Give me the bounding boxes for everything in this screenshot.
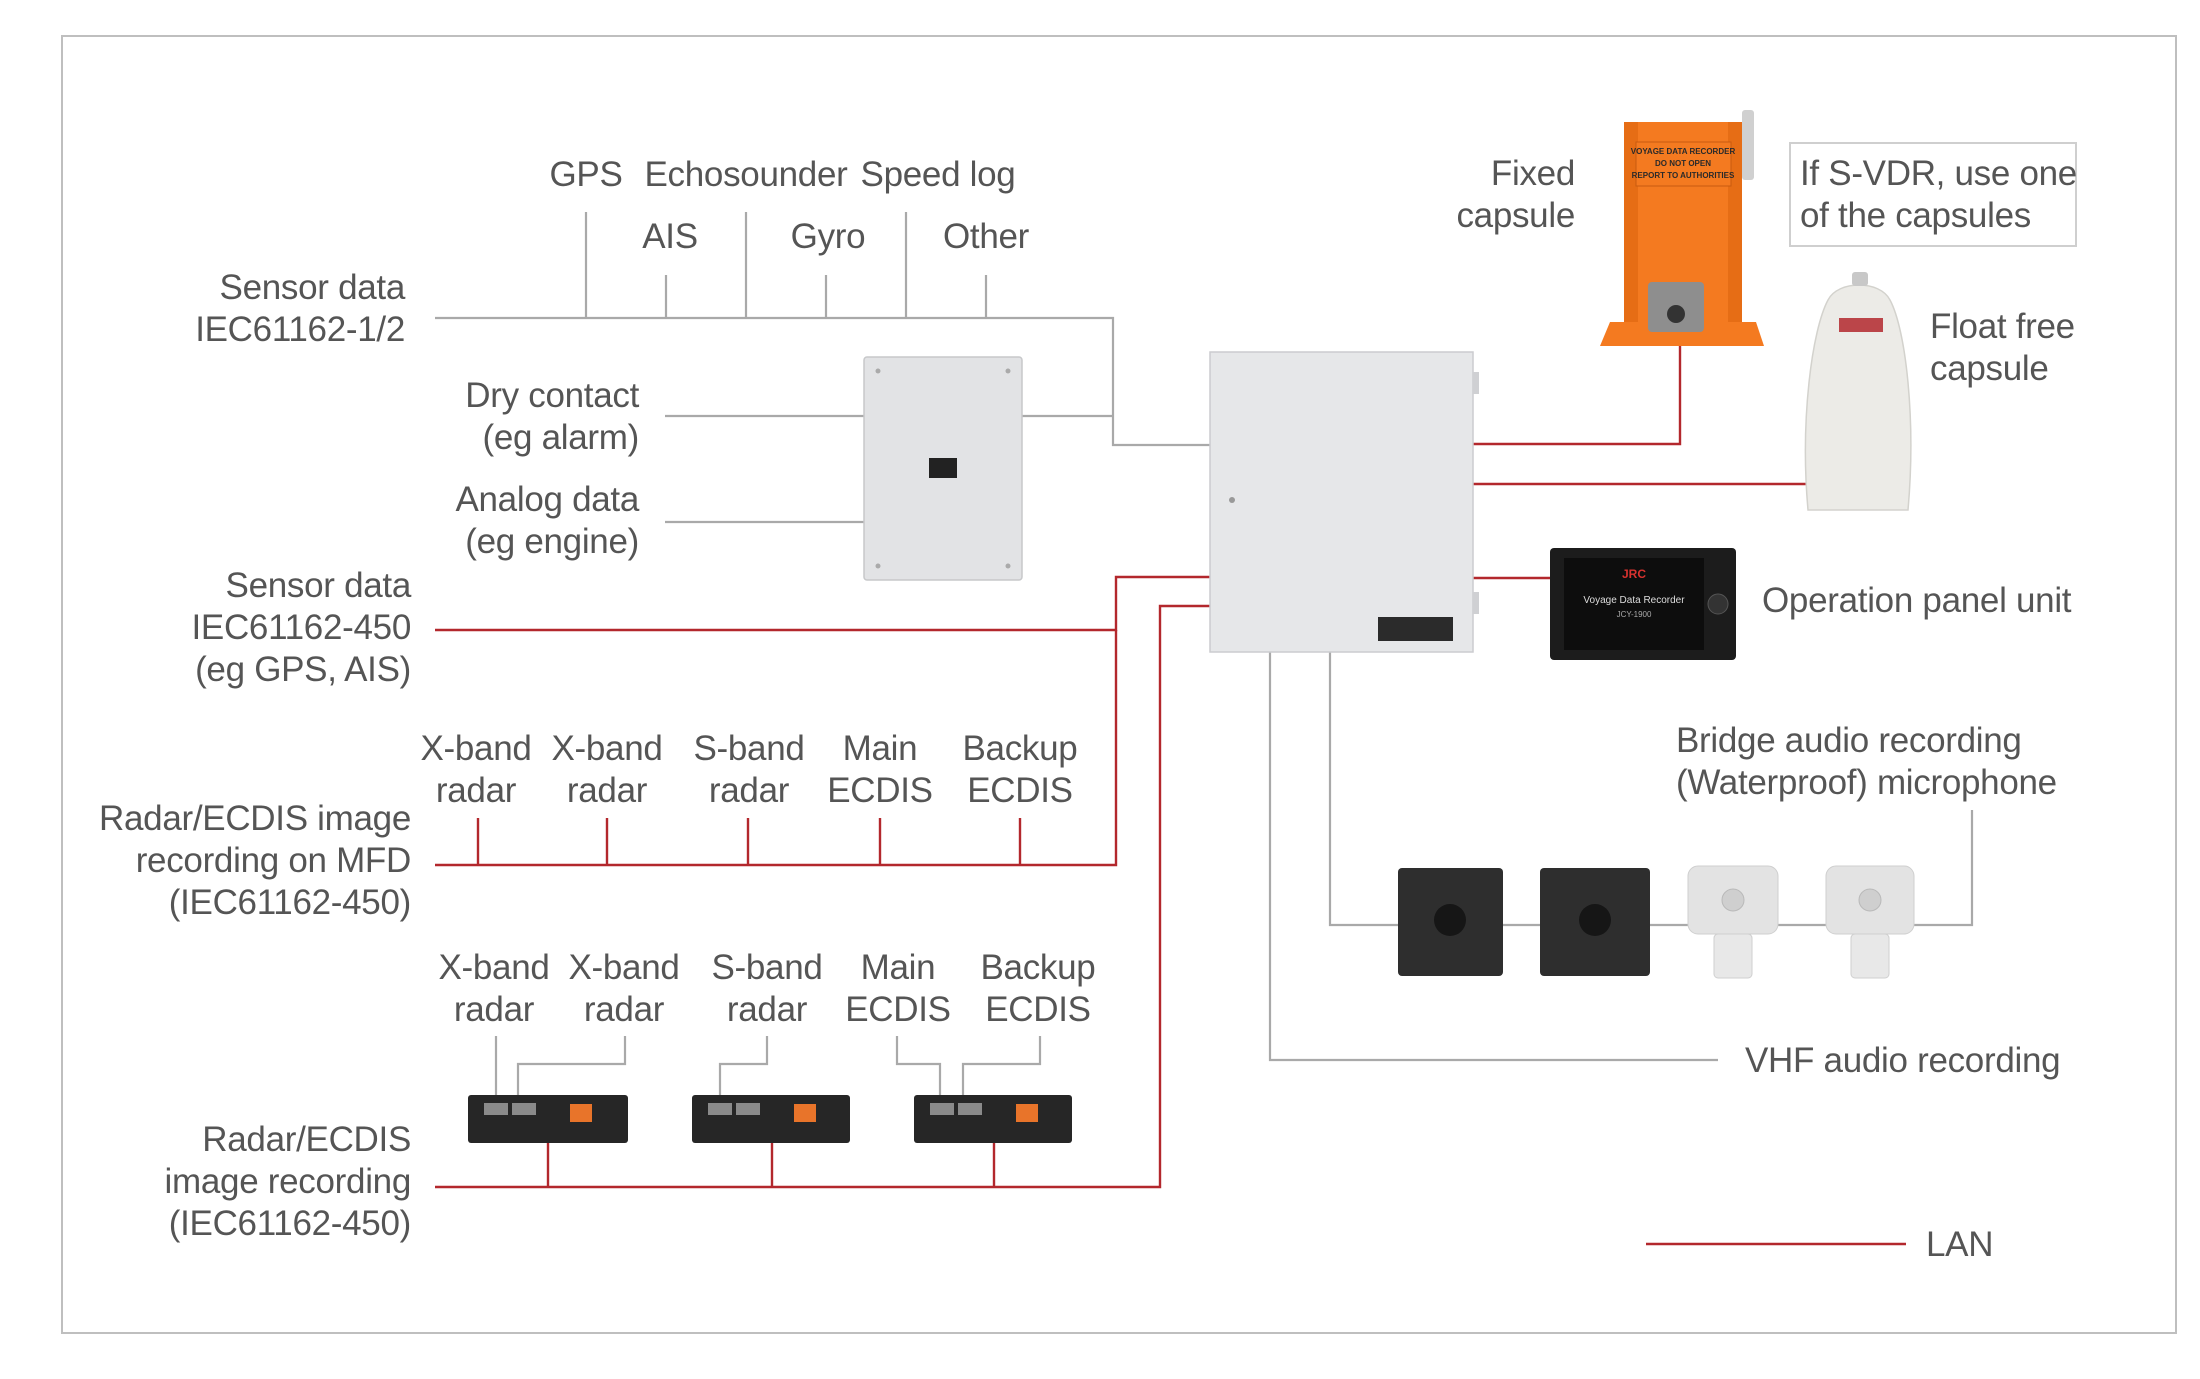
panel-screen-title: Voyage Data Recorder [1583, 595, 1685, 606]
mfd-caption-l1: Radar/ECDIS image [99, 799, 411, 838]
microphone-1 [1398, 868, 1503, 976]
label-sensor-data-1-l1: Sensor data [220, 268, 406, 307]
mfd-label-3-l1: S-band [693, 729, 804, 768]
lan-connectors [435, 345, 1906, 1246]
svdr-note-box [1789, 142, 2077, 247]
label-sensor-data-1-l2: IEC61162-1/2 [195, 310, 405, 349]
label-analog-data-l2: (eg engine) [465, 522, 639, 561]
mfd-label-5-l2: ECDIS [967, 771, 1072, 810]
operation-panel-unit: JRC Voyage Data Recorder JCY-1900 [1550, 548, 1736, 660]
label-fixed-capsule-l1: Fixed [1491, 154, 1575, 193]
label-speed-log: Speed log [861, 155, 1016, 194]
interface-unit [863, 356, 1023, 581]
irm-label-2-l1: X-band [568, 948, 679, 987]
mfd-label-3-l2: radar [709, 771, 790, 810]
diagram-frame [61, 35, 2177, 1334]
mfd-label-2-l2: radar [567, 771, 648, 810]
capsule-plate-text-3: REPORT TO AUTHORITIES [1632, 171, 1735, 180]
irm-label-5-l2: ECDIS [985, 990, 1090, 1029]
mfd-label-1-l2: radar [436, 771, 517, 810]
irm-caption-l3: (IEC61162-450) [169, 1204, 411, 1243]
irm-module-2 [692, 1095, 850, 1143]
label-sensor-data-2-l1: Sensor data [226, 566, 412, 605]
irm-label-4-l2: ECDIS [845, 990, 950, 1029]
waterproof-microphone-2 [1825, 865, 1915, 979]
capsule-plate-text-1: VOYAGE DATA RECORDER [1631, 147, 1736, 156]
irm-label-3-l2: radar [727, 990, 808, 1029]
irm-label-5-l1: Backup [981, 948, 1096, 987]
label-vhf-audio: VHF audio recording [1745, 1041, 2060, 1080]
label-other: Other [943, 217, 1030, 256]
label-fixed-capsule-l2: capsule [1456, 196, 1575, 235]
label-float-free-l1: Float free [1930, 307, 2075, 346]
irm-module-1 [468, 1095, 628, 1143]
grey-connectors [435, 212, 1974, 1095]
label-bridge-audio-l2: (Waterproof) microphone [1676, 763, 2057, 802]
irm-label-1-l2: radar [454, 990, 535, 1029]
fixed-capsule: VOYAGE DATA RECORDER DO NOT OPEN REPORT … [1600, 110, 1764, 346]
irm-label-3-l1: S-band [711, 948, 822, 987]
irm-label-1-l1: X-band [438, 948, 549, 987]
irm-caption-l1: Radar/ECDIS [202, 1120, 411, 1159]
label-gps: GPS [549, 155, 622, 194]
float-free-capsule [1804, 272, 1912, 511]
label-analog-data-l1: Analog data [455, 480, 639, 519]
svdr-note-l1: If S-VDR, use one [1800, 154, 2077, 193]
label-sensor-data-2-l3: (eg GPS, AIS) [195, 650, 411, 689]
mfd-label-4-l2: ECDIS [827, 771, 932, 810]
label-float-free-l2: capsule [1930, 349, 2049, 388]
mfd-label-1-l1: X-band [420, 729, 531, 768]
waterproof-microphone-1 [1687, 865, 1779, 979]
label-ais: AIS [642, 217, 698, 256]
capsule-plate-text-2: DO NOT OPEN [1655, 159, 1711, 168]
microphone-2 [1540, 868, 1650, 976]
label-gyro: Gyro [791, 217, 866, 256]
mfd-label-4-l1: Main [843, 729, 918, 768]
irm-label-2-l2: radar [584, 990, 665, 1029]
label-echosounder: Echosounder [645, 155, 849, 194]
main-vdr-unit [1209, 351, 1479, 653]
mfd-label-2-l1: X-band [551, 729, 662, 768]
label-sensor-data-2-l2: IEC61162-450 [191, 608, 411, 647]
irm-label-4-l1: Main [861, 948, 936, 987]
label-bridge-audio-l1: Bridge audio recording [1676, 721, 2022, 760]
label-dry-contact-l2: (eg alarm) [483, 418, 639, 457]
irm-caption-l2: image recording [165, 1162, 411, 1201]
irm-module-3 [914, 1095, 1072, 1143]
mfd-caption-l3: (IEC61162-450) [169, 883, 411, 922]
mfd-label-5-l1: Backup [963, 729, 1078, 768]
svdr-note-l2: of the capsules [1800, 196, 2031, 235]
legend-lan-label: LAN [1926, 1225, 1993, 1264]
mfd-caption-l2: recording on MFD [136, 841, 411, 880]
panel-screen-model: JCY-1900 [1617, 610, 1652, 619]
label-operation-panel: Operation panel unit [1762, 581, 2072, 620]
label-dry-contact-l1: Dry contact [465, 376, 639, 415]
panel-brand: JRC [1622, 567, 1646, 581]
